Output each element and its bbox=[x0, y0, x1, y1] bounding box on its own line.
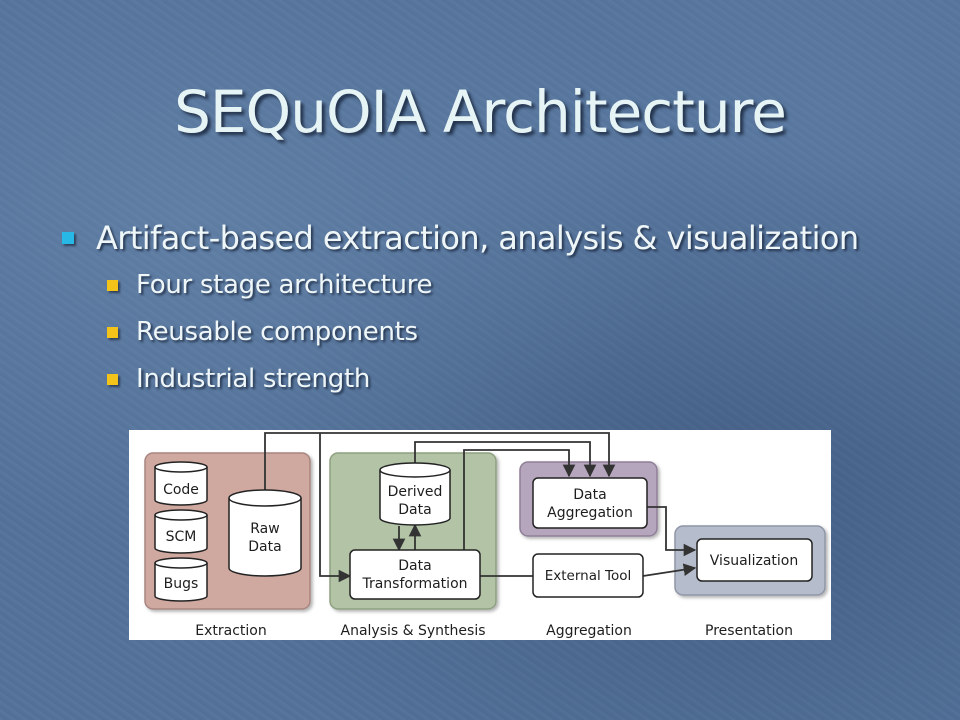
square-bullet-icon bbox=[107, 327, 118, 338]
sub-bullet-2: Reusable components bbox=[107, 309, 940, 356]
connector-lines bbox=[264, 432, 697, 583]
aggregation-to-visualization-line bbox=[647, 506, 697, 557]
square-bullet-icon bbox=[107, 280, 118, 291]
main-bullet-text: Artifact-based extraction, analysis & vi… bbox=[96, 219, 859, 257]
external-tool-box: External Tool bbox=[532, 553, 644, 598]
code-repository: Code bbox=[154, 461, 208, 506]
sub-bullet-1: Four stage architecture bbox=[107, 262, 940, 309]
transformation-label-line1: Data bbox=[398, 558, 431, 574]
slide-title: SEQuOIA Architecture bbox=[174, 78, 787, 146]
external-tool-label: External Tool bbox=[545, 568, 632, 584]
square-bullet-icon bbox=[62, 232, 74, 244]
bullet-list: Artifact-based extraction, analysis & vi… bbox=[60, 214, 940, 403]
raw-data-label-line2: Data bbox=[248, 539, 281, 555]
external-to-visualization-line bbox=[642, 563, 697, 577]
main-bullet: Artifact-based extraction, analysis & vi… bbox=[60, 214, 940, 262]
transformation-to-aggregation-line bbox=[463, 449, 576, 550]
stage-label-extraction: Extraction bbox=[195, 623, 266, 639]
derived-data-label-line1: Derived bbox=[388, 484, 443, 500]
sub-bullet-text: Reusable components bbox=[136, 317, 418, 347]
stage-label-presentation: Presentation bbox=[705, 623, 793, 639]
architecture-diagram: Code SCM Bugs Raw Data Derived Data bbox=[129, 430, 831, 640]
sub-bullet-text: Industrial strength bbox=[136, 364, 371, 394]
derived-data-store: Derived Data bbox=[379, 462, 451, 526]
architecture-diagram-svg: Code SCM Bugs Raw Data Derived Data bbox=[144, 432, 826, 639]
scm-repository: SCM bbox=[154, 509, 208, 554]
aggregation-label-line1: Data bbox=[573, 487, 606, 503]
bugs-repository: Bugs bbox=[154, 557, 208, 602]
sub-bullet-3: Industrial strength bbox=[107, 356, 940, 403]
scm-label: SCM bbox=[166, 529, 197, 545]
bugs-label: Bugs bbox=[164, 576, 199, 592]
derived-data-label-line2: Data bbox=[398, 502, 431, 518]
raw-data-label-line1: Raw bbox=[250, 521, 279, 537]
visualization-box: Visualization bbox=[696, 538, 813, 582]
data-aggregation-box: Data Aggregation bbox=[532, 477, 648, 529]
square-bullet-icon bbox=[107, 374, 118, 385]
sub-bullet-text: Four stage architecture bbox=[136, 270, 433, 300]
code-label: Code bbox=[163, 482, 199, 498]
raw-to-transformation-line bbox=[319, 433, 352, 583]
raw-data-store: Raw Data bbox=[228, 489, 302, 577]
data-transformation-box: Data Transformation bbox=[349, 549, 481, 600]
transformation-label-line2: Transformation bbox=[361, 576, 467, 592]
aggregation-label-line2: Aggregation bbox=[547, 505, 633, 521]
stage-label-aggregation: Aggregation bbox=[546, 623, 632, 639]
derived-to-aggregation-line bbox=[414, 441, 597, 478]
visualization-label: Visualization bbox=[710, 553, 798, 569]
raw-to-aggregation-line bbox=[264, 432, 616, 493]
stage-label-analysis: Analysis & Synthesis bbox=[341, 623, 486, 639]
